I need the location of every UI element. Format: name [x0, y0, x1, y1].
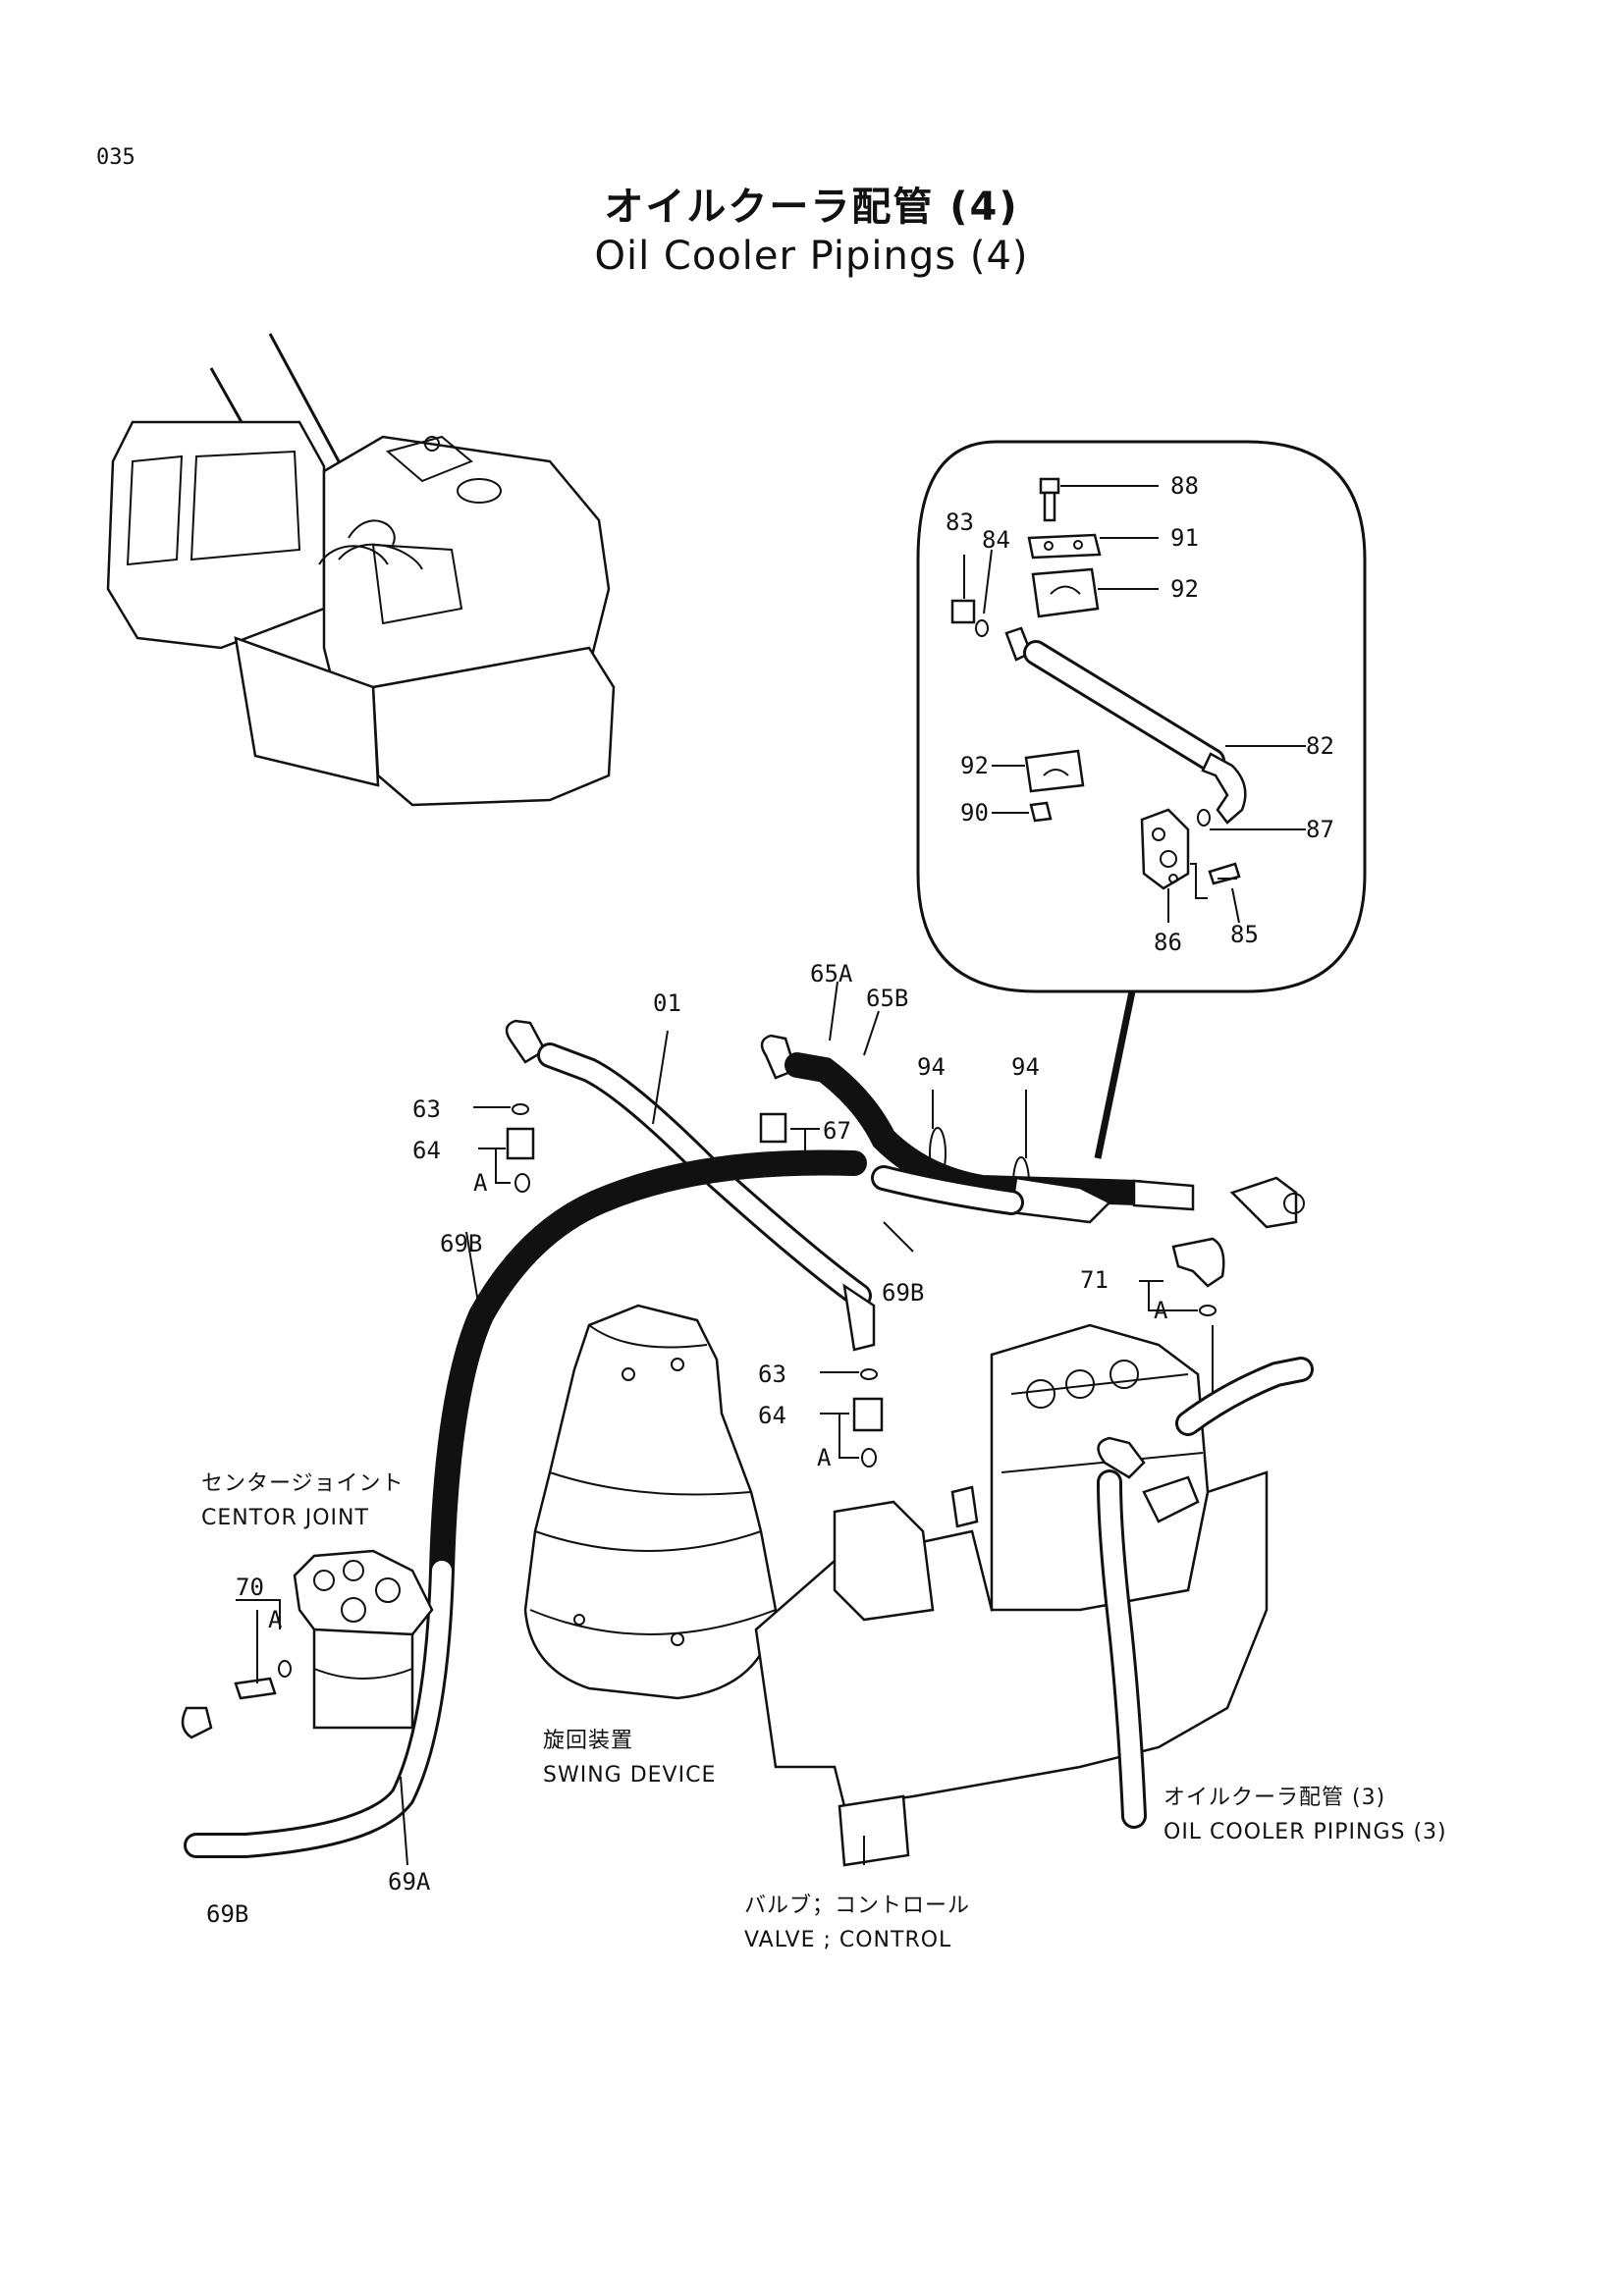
callout-A-70: A	[268, 1606, 283, 1633]
callout-94-right: 94	[1011, 1053, 1040, 1081]
page-title-en: Oil Cooler Pipings (4)	[594, 234, 1029, 279]
caption-valve-en: VALVE ; CONTROL	[744, 1928, 951, 1952]
callout-A-71: A	[1154, 1297, 1168, 1324]
callout-69B-upper: 69B	[440, 1230, 482, 1257]
callout-63-upper: 63	[412, 1095, 441, 1123]
caption-oil-cooler-jp: オイルクーラ配管 (3)	[1163, 1786, 1385, 1810]
callout-88: 88	[1170, 472, 1199, 500]
callout-82: 82	[1306, 732, 1334, 760]
callout-83: 83	[946, 508, 974, 536]
main-assembly	[181, 981, 1314, 1867]
callout-69A: 69A	[388, 1868, 431, 1896]
callout-85: 85	[1230, 921, 1259, 948]
caption-center-joint-en: CENTOR JOINT	[201, 1506, 369, 1530]
page-number: 035	[96, 145, 135, 170]
callout-94-left: 94	[917, 1053, 946, 1081]
callout-69B-lower: 69B	[206, 1900, 248, 1928]
callout-70: 70	[236, 1574, 264, 1601]
excavator-overview-illustration	[106, 333, 616, 807]
callout-A-67: A	[791, 1147, 806, 1174]
detail-bubble	[916, 440, 1367, 1159]
callout-87: 87	[1306, 816, 1334, 843]
caption-oil-cooler-en: OIL COOLER PIPINGS (3)	[1163, 1820, 1447, 1844]
callout-92-lower: 92	[960, 752, 989, 779]
callout-71: 71	[1080, 1266, 1109, 1294]
callout-92-upper: 92	[1170, 575, 1199, 603]
caption-center-joint-jp: センタージョイント	[201, 1471, 405, 1496]
callout-86: 86	[1154, 929, 1182, 956]
page-title-jp: オイルクーラ配管 (4)	[604, 185, 1019, 230]
callout-63-lower: 63	[758, 1361, 786, 1388]
caption-swing-device-jp: 旋回装置	[543, 1729, 633, 1753]
callout-A-upper: A	[473, 1169, 488, 1197]
callout-67: 67	[823, 1117, 851, 1145]
callout-64-lower: 64	[758, 1402, 786, 1429]
caption-swing-device-en: SWING DEVICE	[543, 1763, 716, 1788]
callout-84: 84	[982, 526, 1010, 554]
callout-90: 90	[960, 799, 989, 827]
callout-64-upper: 64	[412, 1137, 441, 1164]
callout-91: 91	[1170, 524, 1199, 552]
callout-65A: 65A	[810, 960, 853, 988]
callout-65B: 65B	[866, 985, 908, 1012]
callout-69B-middle: 69B	[882, 1279, 924, 1307]
callout-01: 01	[653, 989, 681, 1017]
caption-valve-jp: バルブ；コントロール	[744, 1894, 970, 1918]
callout-A-lower: A	[817, 1444, 832, 1471]
